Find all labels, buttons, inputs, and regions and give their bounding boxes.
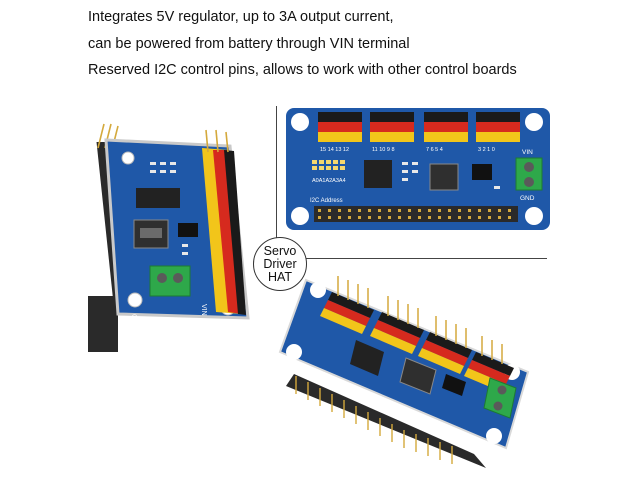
divider-vertical — [276, 106, 277, 246]
terminal-screw — [524, 162, 534, 172]
i2c-address-label: I2C Address — [310, 198, 343, 204]
mounting-hole — [310, 282, 326, 298]
gnd-label: GND — [520, 195, 535, 202]
terminal-block-side — [149, 265, 191, 297]
pwm-chip — [364, 160, 392, 188]
pin-numbers: 7 6 5 4 — [426, 147, 443, 153]
inductor-label — [140, 228, 162, 238]
servo-pins-angled — [337, 276, 503, 364]
servo-pin-group — [318, 112, 520, 142]
mounting-hole — [291, 113, 309, 131]
divider-horizontal — [305, 258, 547, 259]
pin-numbers: 3 2 1 0 — [478, 147, 495, 153]
servo-pin-header-side — [202, 148, 246, 315]
servo-pin-group — [320, 292, 514, 392]
servo-pins-side — [205, 129, 229, 153]
regulator-chip — [178, 223, 198, 237]
feature-text-battery: can be powered from battery through VIN … — [88, 36, 410, 52]
smd-components — [402, 162, 500, 189]
terminal-screw — [497, 385, 507, 395]
vin-label: VIN — [522, 149, 533, 156]
angled-view-board — [278, 276, 530, 468]
side-view-board: GND VIN — [88, 123, 250, 352]
gpio-header — [314, 206, 518, 222]
gnd-label-side: GND — [130, 314, 137, 330]
smd-components — [150, 162, 188, 255]
vin-label-side: VIN — [200, 304, 207, 316]
mounting-hole — [127, 292, 143, 308]
mounting-hole — [486, 428, 502, 444]
terminal-screw — [157, 273, 167, 283]
terminal-screw — [173, 273, 183, 283]
inductor — [399, 357, 437, 395]
servo-driver-hat-callout: Servo Driver HAT — [253, 237, 307, 291]
pwm-chip — [350, 340, 384, 376]
gpio-header-pins — [318, 209, 511, 219]
address-pads — [312, 160, 345, 170]
feature-text-i2c: Reserved I2C control pins, allows to wor… — [88, 62, 517, 78]
bottom-header — [88, 296, 118, 352]
regulator-chip — [442, 374, 466, 396]
inductor — [429, 163, 459, 191]
regulator-chip — [472, 164, 492, 180]
bottom-gpio-header — [286, 374, 486, 468]
driver-chip — [136, 188, 180, 208]
pin-numbers: 15 14 13 12 — [320, 147, 349, 153]
mounting-hole — [525, 113, 543, 131]
callout-label: Servo Driver HAT — [263, 243, 297, 284]
feature-text-regulator: Integrates 5V regulator, up to 3A output… — [88, 9, 394, 25]
top-view-board: 15 14 13 12 11 10 9 8 7 6 5 4 3 2 1 0 A0… — [286, 108, 550, 230]
terminal-block — [483, 377, 517, 419]
gpio-pins-angled — [295, 376, 453, 464]
terminal-screw — [493, 401, 503, 411]
mounting-hole — [291, 207, 309, 225]
terminal-screw — [524, 177, 534, 187]
address-label: A0A1A2A3A4 — [312, 178, 346, 184]
mounting-hole — [525, 207, 543, 225]
pin-numbers: 11 10 9 8 — [372, 147, 395, 153]
mounting-hole — [121, 151, 135, 165]
mounting-hole — [286, 344, 302, 360]
